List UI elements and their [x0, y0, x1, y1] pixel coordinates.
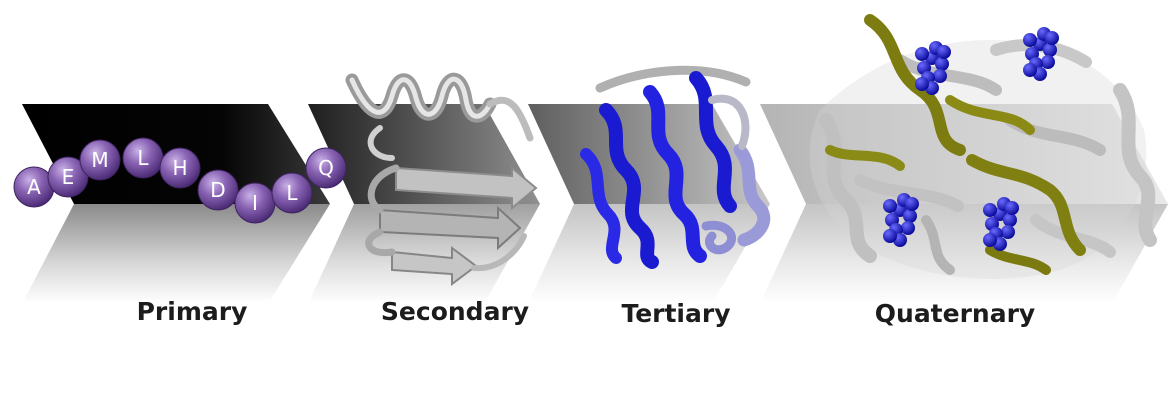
amino-acid-bead	[305, 147, 347, 189]
amino-acid-letter: I	[252, 191, 258, 215]
amino-acid-bead	[271, 172, 313, 214]
heme-atom	[1023, 33, 1037, 47]
amino-acid-letter: L	[286, 181, 298, 205]
amino-acid-letter: D	[210, 178, 225, 202]
heme-atom	[1003, 213, 1017, 227]
primary-chevron-bottom	[22, 204, 330, 304]
secondary-label: Secondary	[381, 297, 529, 326]
primary-label: Primary	[137, 297, 248, 326]
heme-atom	[1023, 63, 1037, 77]
heme-atom	[903, 209, 917, 223]
amino-acid-letter: L	[137, 146, 149, 170]
heme-atom	[1041, 55, 1055, 69]
quaternary-label: Quaternary	[875, 299, 1035, 328]
heme-atom	[883, 199, 897, 213]
quaternary-structure-ribbon	[809, 14, 1157, 280]
amino-acid-letter: H	[172, 156, 187, 180]
heme-atom	[983, 203, 997, 217]
heme-atom	[1001, 225, 1015, 239]
amino-acid-bead	[159, 147, 201, 189]
heme-atom	[933, 69, 947, 83]
heme-atom	[1045, 31, 1059, 45]
tertiary-structure-ribbon	[580, 65, 771, 269]
heme-atom-clusters	[883, 27, 1059, 251]
heme-atom	[905, 197, 919, 211]
heme-atom	[983, 233, 997, 247]
amino-acid-letter: Q	[318, 156, 334, 180]
heme-atom	[915, 77, 929, 91]
amino-acid-bead	[79, 139, 121, 181]
heme-atom	[935, 57, 949, 71]
tertiary-chevron-top	[528, 104, 770, 204]
heme-atom	[901, 221, 915, 235]
secondary-structure-ribbon	[345, 72, 538, 286]
amino-acid-bead	[197, 169, 239, 211]
heme-atom	[883, 229, 897, 243]
heme-atom	[1043, 43, 1057, 57]
amino-acid-letter: A	[27, 175, 41, 199]
heme-atom	[1005, 201, 1019, 215]
amino-acid-letter: E	[62, 165, 75, 189]
amino-acid-bead	[47, 156, 89, 198]
heme-atom	[937, 45, 951, 59]
chevron-band-bottom	[0, 204, 1172, 394]
amino-acid-letter: M	[91, 148, 108, 172]
tertiary-label: Tertiary	[621, 299, 730, 328]
heme-atom	[915, 47, 929, 61]
